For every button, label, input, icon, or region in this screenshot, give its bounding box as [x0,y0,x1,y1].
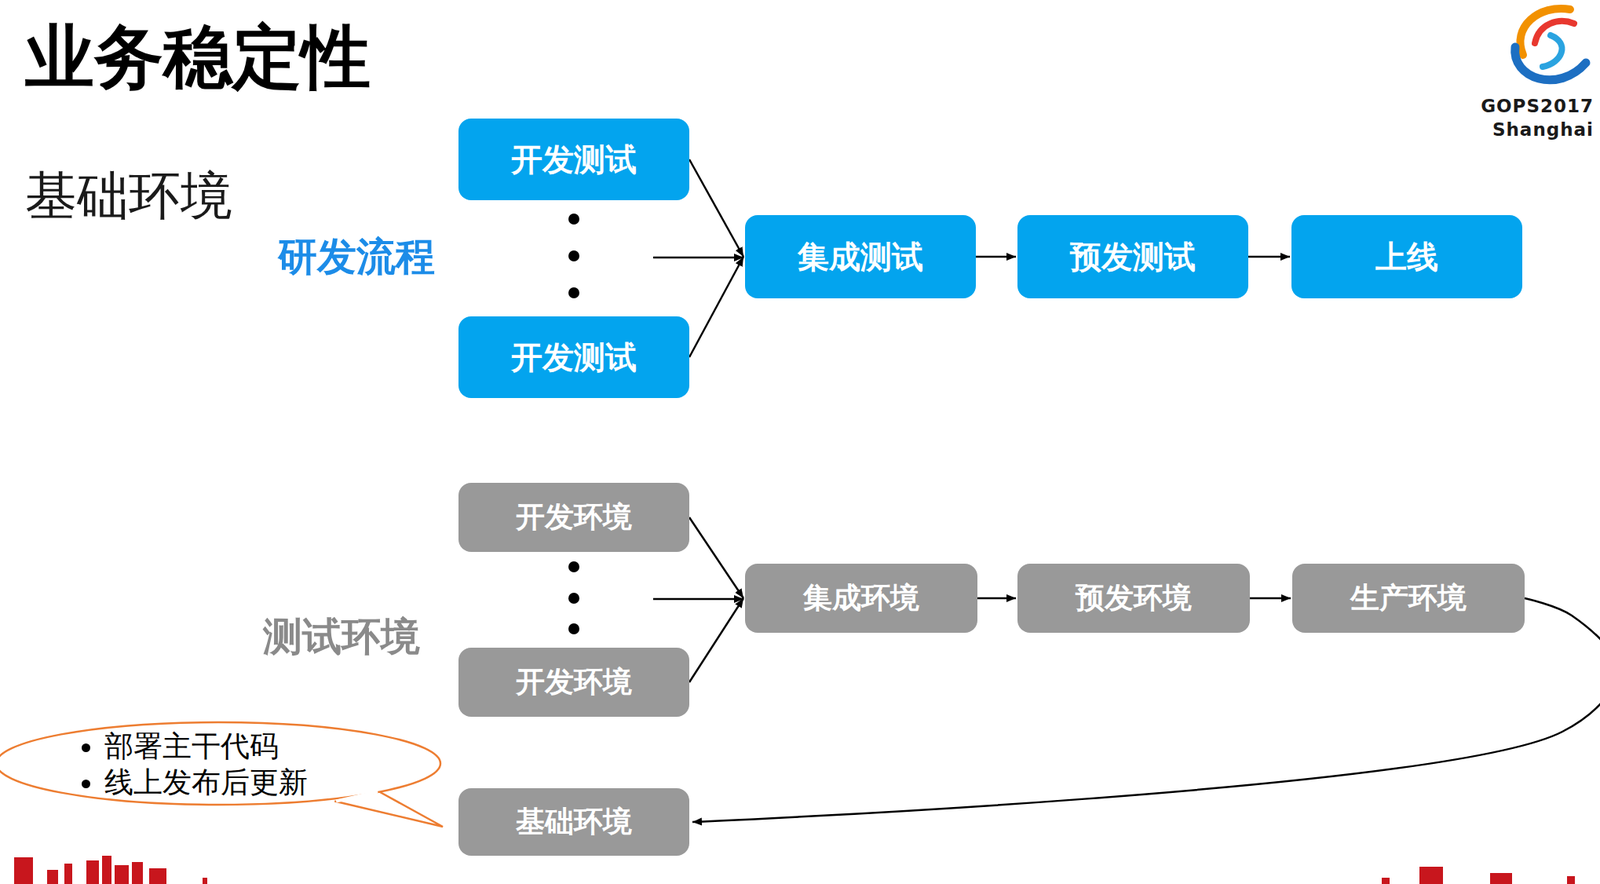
process-box: 集成测试 [745,215,976,299]
box-label: 生产环境 [1350,578,1467,618]
bullet-list: 部署主干代码线上发布后更新 [0,720,443,801]
flow-arrow [689,598,744,683]
slide-title: 业务稳定性 [25,10,371,105]
section-subtitle: 基础环境 [25,160,233,232]
flow-arrow [689,517,744,599]
ellipsis-dots [568,213,580,635]
bullet-item: 部署主干代码 [104,728,443,765]
process-box: 上线 [1291,215,1523,299]
process-box: 集成环境 [745,563,978,633]
box-label: 上线 [1375,235,1439,279]
process-box: 开发环境 [458,482,690,552]
logo-text: GOPS2017 [1480,95,1594,117]
flow-arrow [1248,255,1290,259]
process-box: 预发测试 [1017,215,1249,299]
bullet-item: 线上发布后更新 [104,764,443,801]
process-box: 开发环境 [458,647,690,717]
process-box: 基础环境 [458,788,690,856]
box-label: 开发测试 [511,336,637,380]
bubble-ellipse [0,722,441,805]
box-label: 基础环境 [515,802,632,842]
box-label: 预发环境 [1075,578,1192,618]
box-label: 开发环境 [515,662,632,702]
logo-text: Shanghai [1492,119,1594,140]
box-label: 预发测试 [1070,235,1196,279]
box-label: 开发测试 [511,138,637,182]
process-box: 生产环境 [1292,563,1525,633]
process-box: 开发测试 [458,118,690,201]
bullet-text: 部署主干代码 [104,729,279,764]
flow-arrow [689,159,744,257]
flow-arrow [689,256,744,358]
row-label: 研发流程 [277,230,435,284]
box-label: 集成测试 [797,235,924,279]
box-label: 集成环境 [803,578,920,618]
row-label: 测试环境 [263,610,421,664]
gops-logo [1515,8,1586,81]
callout-bubble: 部署主干代码线上发布后更新 [0,720,443,807]
flow-arrow [1249,597,1291,600]
process-box: 预发环境 [1017,563,1250,633]
box-label: 开发环境 [515,497,632,537]
bullet-text: 线上发布后更新 [104,765,308,800]
bubble-tail [334,791,443,827]
process-box: 开发测试 [458,316,690,399]
flow-arrow [975,255,1016,259]
skyline-decoration [14,855,1575,884]
flow-arrow [977,597,1016,600]
